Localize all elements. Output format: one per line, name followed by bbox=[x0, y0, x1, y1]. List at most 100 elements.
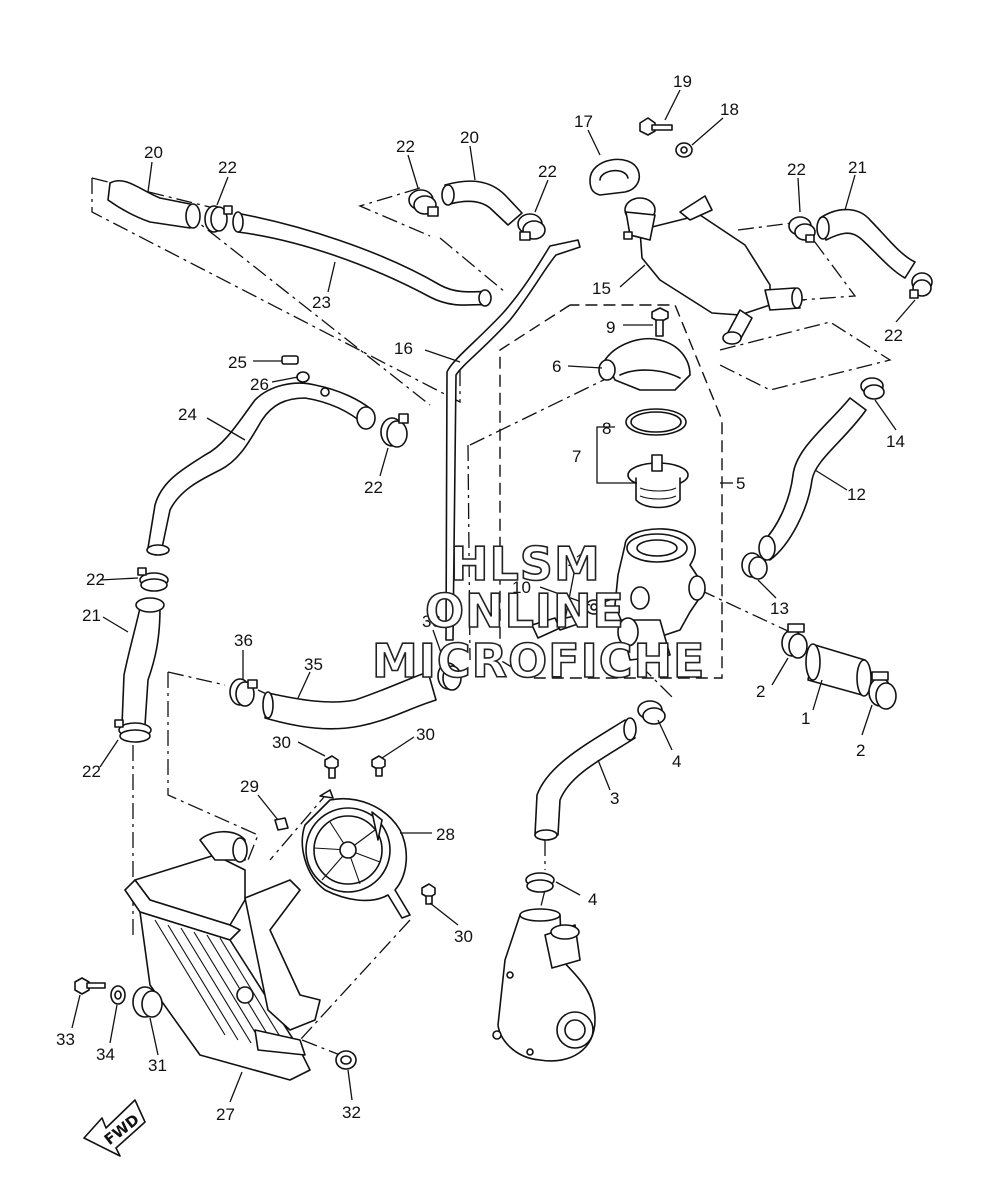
watermark-line-1: HLSM bbox=[450, 537, 601, 591]
callout-30-a: 30 bbox=[272, 733, 291, 752]
callout-21-top-right: 21 bbox=[848, 158, 867, 177]
clamp-13[interactable] bbox=[741, 552, 768, 580]
bolt-30-c[interactable] bbox=[421, 883, 436, 905]
hose-23[interactable] bbox=[232, 211, 492, 307]
grommet-31[interactable] bbox=[132, 986, 163, 1018]
clamp-22-left-lower[interactable] bbox=[137, 567, 169, 592]
clamp-36-left[interactable] bbox=[229, 678, 258, 707]
hose-12[interactable] bbox=[758, 397, 867, 561]
callout-12: 12 bbox=[847, 485, 866, 504]
callout-11: 11 bbox=[567, 551, 585, 570]
clamp-4-lower[interactable] bbox=[525, 872, 555, 893]
collar-32[interactable] bbox=[335, 1050, 357, 1070]
callout-3: 3 bbox=[610, 789, 619, 808]
leader-lines bbox=[71, 89, 916, 1103]
clamp-22-upper-left[interactable] bbox=[204, 205, 233, 233]
clamp-22-upper-right[interactable] bbox=[788, 216, 816, 243]
callout-7: 7 bbox=[572, 447, 581, 466]
washer-10[interactable] bbox=[585, 599, 603, 615]
callout-1: 1 bbox=[801, 709, 810, 728]
clamp-2-lower[interactable] bbox=[868, 671, 897, 710]
callout-4-lower: 4 bbox=[588, 890, 597, 909]
hose-24[interactable] bbox=[146, 382, 376, 556]
callout-22-top-mid: 22 bbox=[396, 137, 415, 156]
hose-20-upper-middle[interactable] bbox=[441, 180, 523, 226]
hose-21-upper-right[interactable] bbox=[816, 208, 916, 279]
water-pump[interactable] bbox=[492, 908, 596, 1062]
bolt-33[interactable] bbox=[74, 977, 106, 995]
hose-20-left[interactable] bbox=[107, 180, 201, 229]
radiator-cap-17[interactable] bbox=[589, 158, 641, 196]
clamp-14[interactable] bbox=[860, 377, 885, 400]
clamp-2-upper[interactable] bbox=[781, 623, 808, 659]
callout-22-right: 22 bbox=[884, 326, 903, 345]
fitting-26[interactable] bbox=[296, 371, 310, 383]
hose-16-overflow-tube[interactable] bbox=[445, 239, 581, 641]
callout-20-left: 20 bbox=[144, 143, 163, 162]
clamp-4-upper[interactable] bbox=[637, 700, 666, 725]
clamp-36-right[interactable] bbox=[437, 662, 462, 691]
callout-2-upper: 2 bbox=[756, 682, 765, 701]
clamp-22-upper-mid-left[interactable] bbox=[408, 189, 439, 217]
bolt-30-a[interactable] bbox=[324, 755, 339, 779]
callout-22-top-mid-right: 22 bbox=[538, 162, 557, 181]
hose-3[interactable] bbox=[534, 717, 637, 841]
bolt-30-b[interactable] bbox=[371, 755, 386, 777]
clamp-22-left-bottom[interactable] bbox=[114, 719, 152, 743]
radiator-27[interactable] bbox=[124, 830, 321, 1081]
temperature-sensor-11[interactable] bbox=[531, 615, 579, 639]
thermostat-cover-6[interactable] bbox=[598, 337, 691, 391]
callout-9: 9 bbox=[606, 318, 615, 337]
callout-29: 29 bbox=[240, 777, 259, 796]
fitting-25[interactable] bbox=[281, 355, 299, 365]
callout-31: 31 bbox=[148, 1056, 167, 1075]
reservoir-tank-15[interactable] bbox=[623, 195, 803, 345]
callout-14: 14 bbox=[886, 432, 905, 451]
fwd-direction-badge: FWD bbox=[83, 1099, 146, 1157]
callout-10: 10 bbox=[512, 578, 531, 597]
fan-motor-28[interactable] bbox=[301, 789, 411, 919]
callout-8: 8 bbox=[602, 419, 611, 438]
clamp-22-left-mid[interactable] bbox=[380, 413, 409, 448]
callout-26: 26 bbox=[250, 375, 269, 394]
washer-18[interactable] bbox=[675, 142, 693, 158]
callout-22-top-right: 22 bbox=[787, 160, 806, 179]
callout-36-left: 36 bbox=[234, 631, 253, 650]
callout-4-upper: 4 bbox=[672, 752, 681, 771]
callout-34: 34 bbox=[96, 1045, 115, 1064]
thermostat-7[interactable] bbox=[627, 454, 689, 509]
clamp-22-upper-mid-right[interactable] bbox=[517, 213, 546, 241]
callout-33: 33 bbox=[56, 1030, 75, 1049]
bolt-9[interactable] bbox=[651, 307, 669, 337]
callout-6: 6 bbox=[552, 357, 561, 376]
callout-5: 5 bbox=[736, 474, 745, 493]
clamp-22-right[interactable] bbox=[909, 272, 933, 299]
callout-32: 32 bbox=[342, 1103, 361, 1122]
washer-34[interactable] bbox=[110, 985, 126, 1005]
assembly-guide-lines bbox=[91, 177, 892, 1056]
watermark: HLSM ONLINE MICROFICHE bbox=[371, 536, 705, 689]
o-ring-8[interactable] bbox=[625, 408, 687, 436]
watermark-line-3: MICROFICHE bbox=[372, 634, 705, 688]
callout-19: 19 bbox=[673, 72, 692, 91]
hose-35[interactable] bbox=[262, 671, 437, 730]
callout-22-top-left: 22 bbox=[218, 158, 237, 177]
clip-29[interactable] bbox=[274, 817, 289, 831]
callout-2-lower: 2 bbox=[856, 741, 865, 760]
hose-21-left[interactable] bbox=[121, 597, 165, 726]
callout-18: 18 bbox=[720, 100, 739, 119]
bolt-19[interactable] bbox=[639, 117, 673, 136]
callout-13: 13 bbox=[770, 599, 789, 618]
callout-24: 24 bbox=[178, 405, 197, 424]
thermostat-housing-5[interactable] bbox=[614, 528, 706, 661]
callout-22-left-b: 22 bbox=[82, 762, 101, 781]
callout-28: 28 bbox=[436, 825, 455, 844]
callout-16: 16 bbox=[394, 339, 413, 358]
hose-1[interactable] bbox=[805, 643, 872, 697]
callout-36-right: 36 bbox=[422, 612, 441, 631]
callout-35: 35 bbox=[304, 655, 323, 674]
callout-22-left-a: 22 bbox=[86, 570, 105, 589]
callout-15: 15 bbox=[592, 279, 611, 298]
